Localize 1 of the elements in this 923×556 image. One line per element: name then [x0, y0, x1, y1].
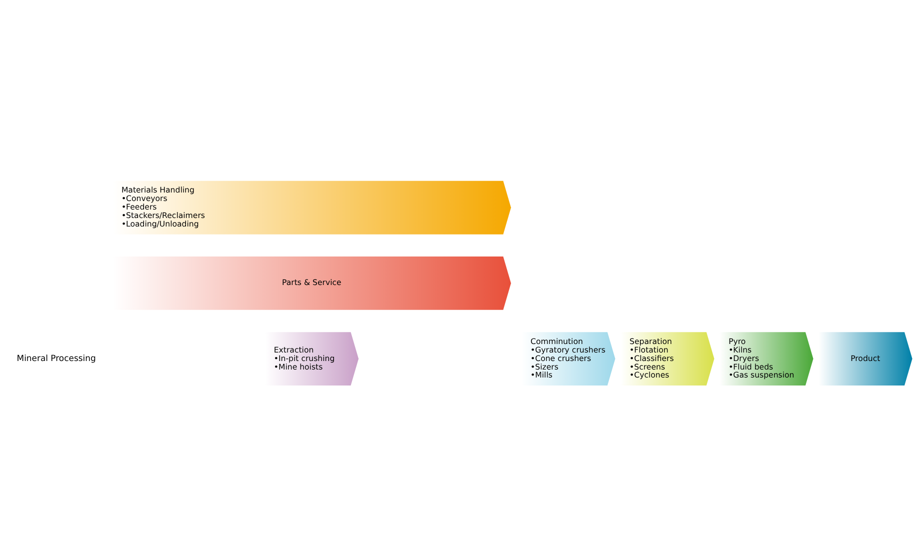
- label: Mineral Processing: [16, 352, 96, 363]
